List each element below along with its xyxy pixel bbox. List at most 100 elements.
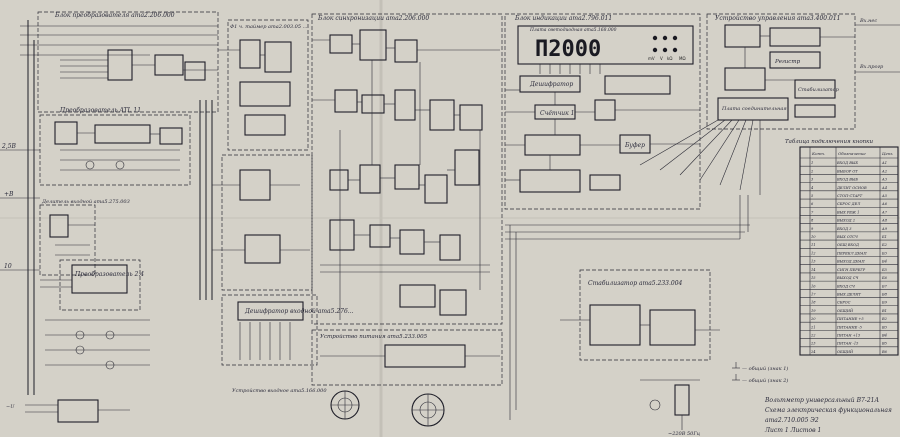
- table-cell: ВХОД ВЫБ: [836, 161, 858, 165]
- table-cell: ВХОД 3: [836, 227, 852, 231]
- table-cell: А3: [881, 178, 888, 182]
- unit-mark-3: MΩ: [679, 56, 686, 61]
- table-header-1: Обозначение: [838, 151, 866, 156]
- table-cell: ВХОД ВЫБ: [836, 178, 858, 182]
- table-cell: 1: [811, 161, 813, 165]
- decoder-input-label: Дешифратор входной ата5.276...: [244, 308, 354, 315]
- table-cell: 9: [811, 227, 814, 231]
- table-cell: 15: [811, 276, 816, 280]
- table-cell: Б8: [881, 292, 888, 296]
- table-cell: 8: [811, 219, 814, 223]
- legend-common2: — общий (знак 2): [742, 377, 788, 384]
- table-cell: ВЫХ ОТСЧ: [836, 235, 858, 239]
- title-block: Вольтметр универсальный В7-21А Схема эле…: [764, 397, 892, 434]
- display-panel-title: Плата светодиодная ата5.168.000: [529, 27, 617, 33]
- power-supply-block: Устройство питания ата5.233.005: [311, 329, 503, 386]
- table-cell: ВЫБОР ОТ: [836, 169, 858, 173]
- converter-21-block: Преобразователь 2.4: [40, 259, 144, 311]
- table-cell: Б3: [881, 251, 888, 255]
- table-title: Таблица подключения кнопки: [785, 138, 873, 145]
- table-cell: 20: [810, 317, 816, 321]
- table-cell: 5: [811, 194, 814, 198]
- table-cell: 6: [811, 202, 814, 206]
- left-mid-label: +В: [4, 191, 14, 198]
- input-divider-label: Делитель входной ата5.275.003: [41, 199, 130, 205]
- sync-block: Блок синхронизации ата2.206.000: [311, 13, 503, 325]
- table-cell: ОБЩИЙ: [837, 308, 854, 313]
- decoder-label: Дешифратор: [529, 81, 573, 88]
- table-cell: 12: [811, 251, 816, 255]
- table-cell: ВЫХОД 2: [836, 219, 856, 223]
- table-cell: Б5: [881, 268, 888, 272]
- legend: — общий (знак 1) — общий (знак 2): [732, 362, 788, 384]
- left-bottom-label: −U: [6, 404, 15, 410]
- table-cell: 16: [811, 284, 816, 288]
- table-cell: ОБЩ ВХОД: [837, 243, 859, 247]
- table-cell: 21: [810, 325, 816, 329]
- table-cell: 22: [810, 334, 816, 338]
- table-cell: СТОП-СТАРТ: [837, 194, 863, 198]
- table-cell: ПИТАНИЕ -5: [836, 325, 863, 329]
- title-line2: Схема электрическая функциональная: [765, 407, 892, 414]
- table-cell: Б7: [881, 284, 888, 288]
- converter-top-label: Блок преобразователя ата2.206.000: [54, 12, 175, 19]
- bottom-label: ~220В 50Гц: [668, 431, 701, 437]
- table-cell: СБРОС: [837, 301, 851, 305]
- table-cell: А1: [881, 161, 887, 165]
- table-cell: 3: [811, 178, 814, 182]
- table-cell: 2: [810, 169, 814, 173]
- table-cell: 11: [811, 243, 816, 247]
- table-cell: ВЫХОД ДИАП: [836, 260, 866, 264]
- table-cell: А4: [881, 186, 888, 190]
- table-cell: А8: [881, 219, 888, 223]
- title-line4: Лист 1 Листов 1: [764, 427, 821, 434]
- table-cell: 19: [811, 309, 816, 313]
- right-top-label: Вх.нес: [859, 18, 877, 24]
- table-cell: А2: [881, 169, 888, 173]
- table-cell: В6: [881, 350, 888, 354]
- control-device-label: Устройство управления ата3.400.011: [715, 15, 840, 22]
- table-cell: ОБЩИЙ: [837, 349, 854, 354]
- table-cell: ДЕЛИТ ОСНОВ: [836, 186, 867, 190]
- left-low-label: 10: [4, 263, 12, 270]
- decoder-input-block: Дешифратор входной ата5.276...: [221, 294, 354, 366]
- table-cell: А6: [881, 202, 888, 206]
- table-cell: Б6: [881, 276, 888, 280]
- table-cell: ВЫХ РЕЖ 1: [836, 210, 859, 214]
- table-cell: 17: [811, 292, 816, 296]
- table-cell: 18: [811, 301, 816, 305]
- table-cell: ВЫХ ДЕЛИТ: [836, 292, 862, 296]
- table-cell: ПИТАН +15: [836, 334, 861, 338]
- display-unit-marks: mV V kΩ MΩ: [648, 35, 686, 61]
- buffer-label: Буфер: [624, 142, 645, 149]
- table-cell: А5: [881, 194, 888, 198]
- converter-top-block: Блок преобразователя ата2.206.000: [20, 11, 219, 113]
- right-bus: [505, 195, 750, 420]
- table-cell: В5: [881, 342, 888, 346]
- table-cell: 23: [810, 342, 816, 346]
- right-mid-label: Вх.прогр: [859, 64, 884, 70]
- table-cell: ВХОД СЧ: [836, 284, 855, 288]
- display-reading: П2000: [535, 37, 601, 62]
- table-header-2: Цепь: [882, 151, 893, 156]
- reg-label: Регистр: [774, 59, 801, 65]
- converter-left-label: Преобразователь ATL 11: [59, 107, 141, 114]
- table-cell: СИГН ПЕРЕГР: [837, 268, 866, 272]
- sync-block-label: Блок синхронизации ата2.206.000: [317, 15, 429, 22]
- title-line1: Вольтметр универсальный В7-21А: [764, 397, 879, 404]
- table-cell: ВЫХОД СЧ: [836, 276, 858, 280]
- title-line3: ата2.710.005 Э2: [765, 417, 819, 424]
- stabilizer-label: Стабилизатор ата5.233.004: [588, 280, 683, 287]
- table-cell: А9: [881, 227, 888, 231]
- table-cell: В2: [881, 317, 888, 321]
- table-cell: В3: [881, 325, 888, 329]
- power-supply-label: Устройство питания ата5.233.005: [320, 334, 428, 340]
- unit-mark-0: mV: [648, 56, 655, 61]
- timers-top-block: Ф1 ч. таймер ата2.003.05 ...: [218, 19, 309, 151]
- connection-table: Таблица подключения кнопки Конт. Обознач…: [785, 138, 899, 356]
- table-cell: 4: [810, 186, 814, 190]
- rotary-switch-1: [330, 390, 360, 420]
- bottom-left-components: −U: [6, 319, 150, 423]
